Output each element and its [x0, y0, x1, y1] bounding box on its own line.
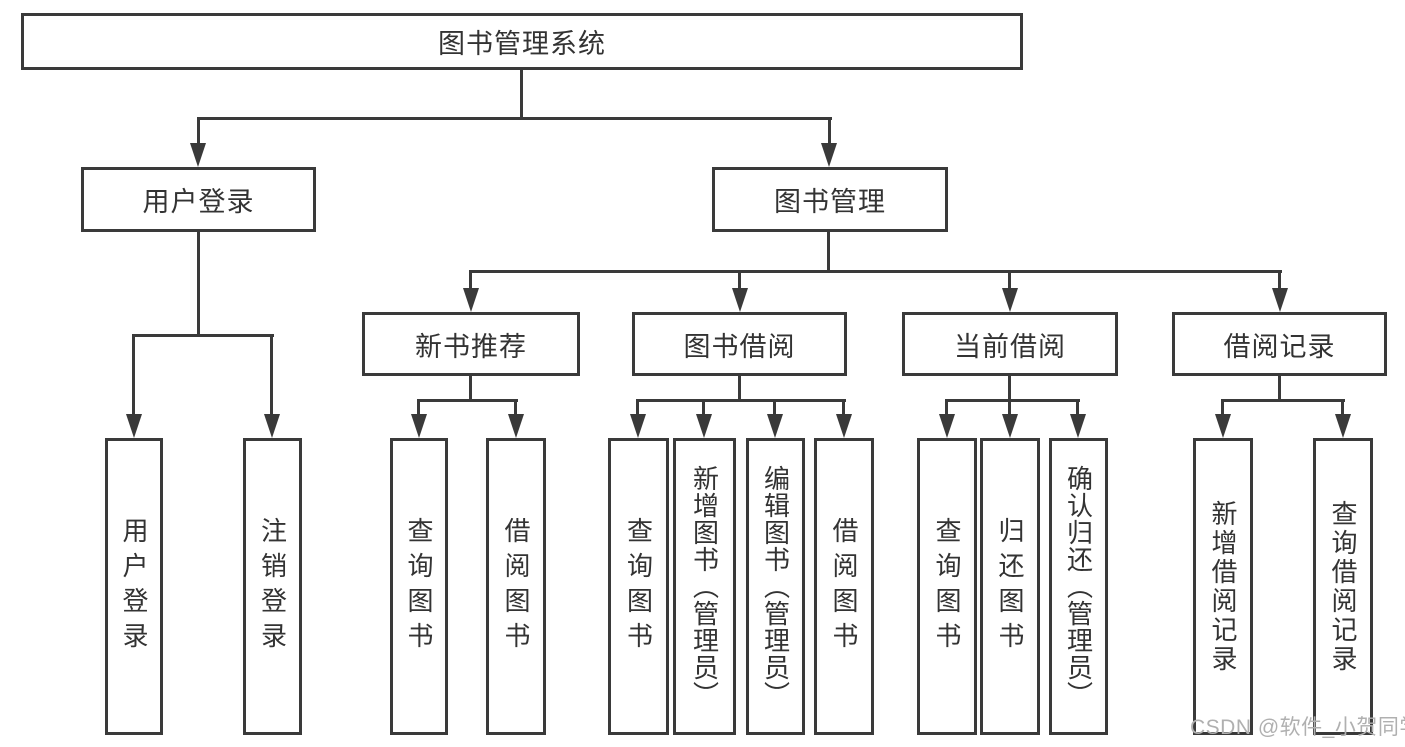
connector-line	[520, 70, 523, 119]
connector-line	[1076, 399, 1079, 414]
connector-line	[469, 270, 472, 288]
node-label: 查询图书	[623, 516, 654, 657]
node-cb-confirm-return-admin: 确认归还（管理员）	[1049, 438, 1108, 735]
connector-line	[1008, 376, 1011, 402]
connector-line	[773, 399, 776, 414]
node-nr-query-book: 查询图书	[390, 438, 448, 735]
node-current-borrowing: 当前借阅	[902, 312, 1118, 376]
node-nr-borrow-book: 借阅图书	[486, 438, 546, 735]
connector-line	[197, 232, 200, 337]
arrow-down-icon	[411, 414, 427, 438]
node-user-login: 用户登录	[81, 167, 316, 232]
connector-line	[132, 334, 135, 414]
connector-line	[469, 270, 1282, 273]
node-label: 用户登录	[142, 187, 255, 217]
connector-line	[1341, 399, 1344, 414]
node-new-book-recommend: 新书推荐	[362, 312, 580, 376]
node-bb-edit-book-admin: 编辑图书（管理员）	[746, 438, 805, 735]
connector-line	[132, 334, 274, 337]
connector-line	[1221, 399, 1224, 414]
node-br-add-record: 新增借阅记录	[1193, 438, 1253, 735]
connector-line	[197, 117, 832, 120]
node-label: 查询图书	[404, 516, 434, 657]
node-label: 借阅图书	[501, 516, 531, 657]
connector-line	[514, 399, 517, 414]
arrow-down-icon	[190, 143, 206, 167]
connector-line	[417, 399, 420, 414]
arrow-down-icon	[264, 414, 280, 438]
watermark: CSDN @软件_小贺同学	[1190, 716, 1405, 739]
connector-line	[469, 376, 472, 402]
node-label: 归还图书	[995, 516, 1025, 657]
connector-line	[1278, 376, 1281, 402]
node-bb-add-book-admin: 新增图书（管理员）	[673, 438, 736, 735]
node-label: 编辑图书（管理员）	[760, 465, 791, 708]
connector-line	[1008, 270, 1011, 288]
connector-line	[1221, 399, 1345, 402]
arrow-down-icon	[732, 288, 748, 312]
node-label: 新增图书（管理员）	[689, 465, 720, 708]
node-label: 新书推荐	[415, 331, 527, 362]
node-label: 图书管理	[774, 187, 886, 217]
connector-line	[828, 117, 831, 144]
connector-line	[702, 399, 705, 414]
node-borrowing-records: 借阅记录	[1172, 312, 1387, 376]
arrow-down-icon	[1070, 414, 1086, 438]
arrow-down-icon	[1002, 288, 1018, 312]
connector-line	[945, 399, 948, 414]
connector-line	[945, 399, 1080, 402]
connector-line	[827, 232, 830, 273]
arrow-down-icon	[1215, 414, 1231, 438]
connector-line	[636, 399, 846, 402]
node-bb-query-book: 查询图书	[608, 438, 669, 735]
arrow-down-icon	[126, 414, 142, 438]
connector-line	[636, 399, 639, 414]
node-label: 查询图书	[932, 516, 962, 657]
node-label: 用户登录	[119, 516, 149, 657]
node-label: 图书管理系统	[438, 29, 606, 59]
arrow-down-icon	[630, 414, 646, 438]
node-root-library-system: 图书管理系统	[21, 13, 1023, 70]
arrow-down-icon	[696, 414, 712, 438]
connector-line	[842, 399, 845, 414]
arrow-down-icon	[821, 143, 837, 167]
node-label: 借阅图书	[829, 516, 859, 657]
node-label: 当前借阅	[954, 331, 1066, 362]
node-label: 注销登录	[257, 516, 288, 657]
connector-line	[417, 399, 518, 402]
connector-line	[270, 334, 273, 414]
arrow-down-icon	[939, 414, 955, 438]
node-bb-borrow-book: 借阅图书	[814, 438, 874, 735]
node-cb-return-book: 归还图书	[980, 438, 1040, 735]
connector-line	[197, 117, 200, 144]
node-logout: 注销登录	[243, 438, 302, 735]
connector-line	[738, 376, 741, 402]
connector-line	[738, 270, 741, 288]
node-book-management: 图书管理	[712, 167, 948, 232]
node-label: 确认归还（管理员）	[1063, 465, 1094, 708]
arrow-down-icon	[767, 414, 783, 438]
node-label: 借阅记录	[1223, 331, 1336, 362]
arrow-down-icon	[463, 288, 479, 312]
arrow-down-icon	[508, 414, 524, 438]
arrow-down-icon	[836, 414, 852, 438]
arrow-down-icon	[1272, 288, 1288, 312]
connector-line	[1008, 399, 1011, 414]
arrow-down-icon	[1002, 414, 1018, 438]
node-user-login-leaf: 用户登录	[105, 438, 163, 735]
node-book-borrowing: 图书借阅	[632, 312, 847, 376]
node-label: 图书借阅	[683, 331, 796, 362]
node-label: 新增借阅记录	[1208, 499, 1238, 674]
node-label: 查询借阅记录	[1328, 499, 1358, 674]
arrow-down-icon	[1335, 414, 1351, 438]
connector-line	[1278, 270, 1281, 288]
node-br-query-record: 查询借阅记录	[1313, 438, 1373, 735]
node-cb-query-book: 查询图书	[917, 438, 977, 735]
